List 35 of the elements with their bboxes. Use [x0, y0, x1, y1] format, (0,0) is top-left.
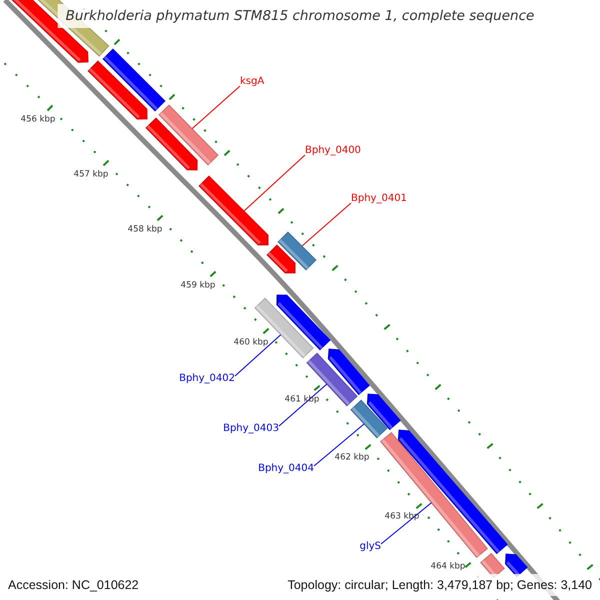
gene-feature	[102, 48, 166, 112]
gene-feature	[254, 298, 314, 358]
leader-line	[243, 154, 306, 212]
scale-label: 456 kbp	[20, 114, 56, 126]
leader-line	[192, 86, 240, 130]
leader-line	[301, 202, 352, 247]
gene-feature	[366, 394, 401, 430]
leader-line	[314, 423, 365, 466]
gene-feature	[158, 104, 219, 166]
gene-label: Bphy_0403	[223, 422, 279, 436]
gene-label: Bphy_0404	[258, 462, 314, 476]
scale-label: 457 kbp	[74, 170, 108, 180]
gene-feature	[277, 231, 317, 271]
gene-feature	[266, 244, 296, 274]
scale-label: 464 kbp	[430, 562, 466, 572]
gene-feature	[350, 400, 388, 438]
scale-label: 458 kbp	[128, 224, 162, 236]
gene-feature	[88, 60, 148, 120]
gene-feature	[328, 348, 370, 396]
gene-feature	[380, 432, 488, 558]
leader-line	[278, 384, 328, 426]
gene-feature	[306, 352, 358, 406]
leader-line	[234, 334, 282, 376]
gene-label: glyS	[360, 540, 381, 554]
gene-label: ksgA	[240, 75, 264, 89]
gene-label: Bphy_0400	[305, 144, 361, 158]
scale-label: 460 kbp	[234, 338, 268, 348]
gene-label: Bphy_0401	[351, 192, 407, 206]
gene-feature	[276, 294, 331, 350]
gene-feature	[198, 175, 268, 246]
gene-feature	[145, 118, 198, 170]
gene-label: Bphy_0402	[179, 372, 235, 386]
leader-line	[380, 502, 432, 544]
scale-label: 459 kbp	[180, 280, 216, 292]
scale-label: 462 kbp	[334, 452, 370, 464]
